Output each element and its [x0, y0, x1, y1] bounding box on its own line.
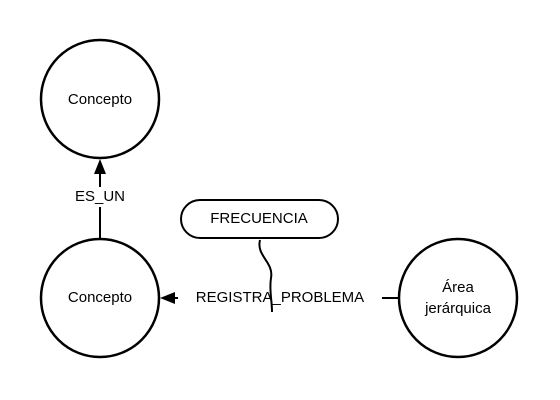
node-concepto-top-circle	[39, 38, 161, 160]
edge-registra-problema-label-bg	[178, 288, 382, 308]
node-concepto-top-label: Concepto	[68, 91, 132, 108]
node-concepto-bottom-label: Concepto	[68, 289, 132, 306]
property-frecuencia-label: FRECUENCIA	[210, 210, 308, 227]
node-area-jerarquica[interactable]: Área jerárquica	[397, 237, 519, 359]
node-area-jerarquica-label-line2: jerárquica	[424, 300, 492, 317]
edge-es-un-label: ES_UN	[75, 188, 125, 205]
edge-es-un-label-bg	[66, 187, 134, 207]
edge-registra-problema-arrowhead	[160, 292, 175, 304]
node-area-jerarquica-circle	[397, 237, 519, 359]
property-connector	[258, 239, 273, 313]
edge-registra-problema-label: REGISTRA_PROBLEMA	[196, 289, 364, 306]
edge-registra-problema[interactable]: REGISTRA_PROBLEMA	[160, 288, 398, 308]
edge-es-un-arrowhead	[94, 159, 106, 174]
property-frecuencia-box	[180, 199, 339, 239]
node-area-jerarquica-label-line1: Área	[442, 279, 474, 296]
node-concepto-top[interactable]: Concepto	[39, 38, 161, 160]
edge-es-un[interactable]: ES_UN	[66, 159, 134, 239]
property-frecuencia[interactable]: FRECUENCIA	[180, 199, 339, 239]
node-concepto-bottom-circle	[39, 237, 161, 359]
node-concepto-bottom[interactable]: Concepto	[39, 237, 161, 359]
